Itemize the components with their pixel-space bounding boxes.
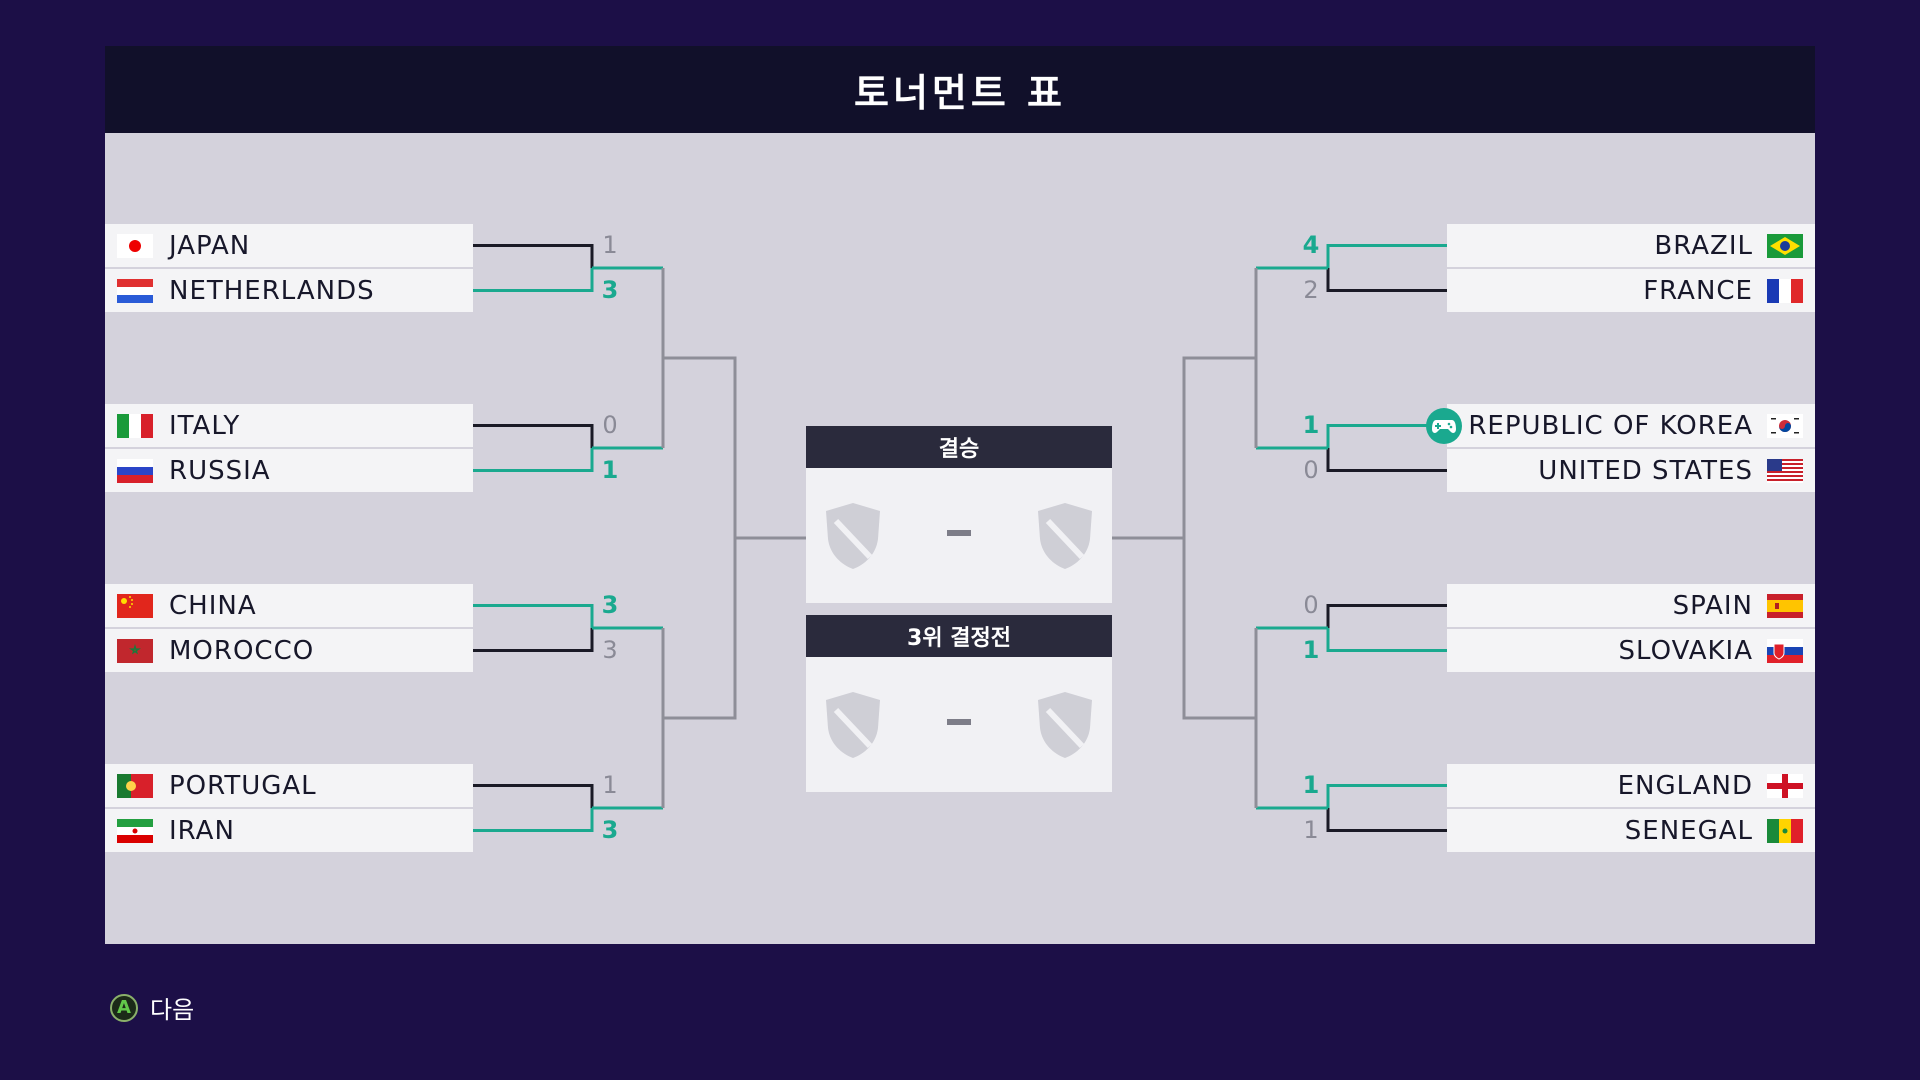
team-score: 1 xyxy=(1302,636,1320,664)
team-score: 4 xyxy=(1302,231,1320,259)
team-row[interactable]: PORTUGAL xyxy=(105,764,473,807)
empty-team-shield-icon xyxy=(1038,692,1092,758)
empty-team-shield-icon xyxy=(1038,503,1092,569)
team-row[interactable]: RUSSIA xyxy=(105,449,473,492)
team-name: JAPAN xyxy=(169,230,251,261)
england-flag-icon xyxy=(1767,773,1803,798)
team-name: BRAZIL xyxy=(1654,230,1753,261)
team-name: REPUBLIC OF KOREA xyxy=(1468,410,1753,441)
team-score: 0 xyxy=(602,411,618,439)
team-score: 1 xyxy=(1302,411,1320,439)
portugal-flag-icon xyxy=(117,773,153,798)
team-row[interactable]: FRANCE xyxy=(1447,269,1815,312)
team-name: RUSSIA xyxy=(169,455,271,486)
team-row[interactable]: UNITED STATES xyxy=(1447,449,1815,492)
empty-team-shield-icon xyxy=(826,692,880,758)
team-name: ENGLAND xyxy=(1617,770,1753,801)
netherlands-flag-icon xyxy=(117,278,153,303)
france-flag-icon xyxy=(1767,278,1803,303)
team-row[interactable]: ITALY xyxy=(105,404,473,447)
third-place-match-label: 3위 결정전 xyxy=(806,615,1112,657)
team-row[interactable]: CHINA xyxy=(105,584,473,627)
page-title: 토너먼트 표 xyxy=(105,46,1815,133)
russia-flag-icon xyxy=(117,458,153,483)
china-flag-icon xyxy=(117,593,153,618)
team-row[interactable]: ENGLAND xyxy=(1447,764,1815,807)
final-match[interactable]: 결승 xyxy=(806,426,1112,603)
final-score-separator xyxy=(947,530,971,536)
third-place-match-body xyxy=(806,657,1112,792)
team-name: NETHERLANDS xyxy=(169,275,375,306)
morocco-flag-icon xyxy=(117,638,153,663)
final-match-label: 결승 xyxy=(806,426,1112,468)
team-row[interactable]: SLOVAKIA xyxy=(1447,629,1815,672)
team-name: IRAN xyxy=(169,815,235,846)
usa-flag-icon xyxy=(1767,458,1803,483)
spain-flag-icon xyxy=(1767,593,1803,618)
team-score: 3 xyxy=(601,591,619,619)
team-row[interactable]: REPUBLIC OF KOREA xyxy=(1426,404,1815,447)
team-row[interactable]: MOROCCO xyxy=(105,629,473,672)
team-score: 1 xyxy=(602,231,618,259)
senegal-flag-icon xyxy=(1767,818,1803,843)
team-name: FRANCE xyxy=(1643,275,1753,306)
team-score: 3 xyxy=(601,816,619,844)
team-row[interactable]: IRAN xyxy=(105,809,473,852)
final-match-body xyxy=(806,468,1112,603)
team-row[interactable]: JAPAN xyxy=(105,224,473,267)
brazil-flag-icon xyxy=(1767,233,1803,258)
slovakia-flag-icon xyxy=(1767,638,1803,663)
team-score: 2 xyxy=(1303,276,1319,304)
korea-flag-icon xyxy=(1767,413,1803,438)
team-score: 1 xyxy=(601,456,619,484)
team-score: 1 xyxy=(602,771,618,799)
italy-flag-icon xyxy=(117,413,153,438)
team-score: 0 xyxy=(1303,591,1319,619)
team-name: SLOVAKIA xyxy=(1618,635,1753,666)
team-name: CHINA xyxy=(169,590,257,621)
japan-flag-icon xyxy=(117,233,153,258)
team-score: 3 xyxy=(602,636,618,664)
next-label: 다음 xyxy=(150,996,195,1024)
iran-flag-icon xyxy=(117,818,153,843)
third-place-match[interactable]: 3위 결정전 xyxy=(806,615,1112,792)
team-name: SPAIN xyxy=(1672,590,1753,621)
team-row[interactable]: BRAZIL xyxy=(1447,224,1815,267)
team-name: UNITED STATES xyxy=(1538,455,1753,486)
team-row[interactable]: SENEGAL xyxy=(1447,809,1815,852)
user-controller-icon xyxy=(1426,407,1463,444)
team-score: 1 xyxy=(1303,816,1319,844)
team-name: PORTUGAL xyxy=(169,770,317,801)
team-score: 0 xyxy=(1303,456,1319,484)
team-name: MOROCCO xyxy=(169,635,315,666)
team-score: 1 xyxy=(1302,771,1320,799)
team-score: 3 xyxy=(601,276,619,304)
team-name: SENEGAL xyxy=(1624,815,1753,846)
a-button-icon: A xyxy=(110,993,138,1022)
empty-team-shield-icon xyxy=(826,503,880,569)
team-name: ITALY xyxy=(169,410,241,441)
team-row[interactable]: SPAIN xyxy=(1447,584,1815,627)
third-place-score-separator xyxy=(947,719,971,725)
team-row[interactable]: NETHERLANDS xyxy=(105,269,473,312)
footer-next-action[interactable]: A 다음 xyxy=(110,990,194,1025)
